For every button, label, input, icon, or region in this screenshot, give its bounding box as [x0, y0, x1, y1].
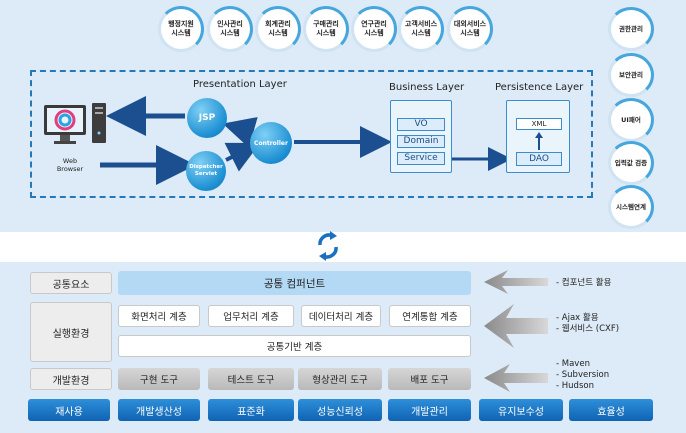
system-circle: 대외서비스 시스템: [447, 6, 493, 52]
runtime-note: - 웹서비스 (CXF): [556, 324, 620, 334]
goal-badge: 성능신뢰성: [298, 399, 382, 421]
up-arrow-icon: [535, 132, 543, 150]
service-circle: 보안관리: [608, 53, 654, 97]
cycle-arrows-icon: [318, 231, 338, 261]
dev-note: - Hudson: [556, 381, 594, 391]
framework-boundary: [30, 70, 593, 198]
dev-note: - Subversion: [556, 370, 610, 380]
dispatcher-servlet-node: Dispatcher Servlet: [186, 151, 226, 191]
dev-note: - Maven: [556, 359, 590, 369]
runtime-layer: 업무처리 계층: [208, 305, 294, 327]
runtime-layer: 연계통합 계층: [389, 305, 471, 327]
persistence-layer-title: Persistence Layer: [495, 82, 584, 93]
dev-tool: 형상관리 도구: [298, 368, 382, 390]
dev-tool: 배포 도구: [388, 368, 471, 390]
dao-box: DAO: [516, 152, 562, 166]
runtime-base-layer: 공통기반 계층: [118, 335, 471, 357]
vo-box: VO: [397, 118, 445, 131]
goal-badge: 재사용: [28, 399, 110, 421]
system-circle: 행정지원 시스템: [158, 6, 204, 52]
system-circle: 인사관리 시스템: [207, 6, 253, 52]
dev-tool: 구현 도구: [118, 368, 200, 390]
dev-label: 개발환경: [30, 368, 112, 390]
web-browser-label: Web Browser: [56, 157, 84, 173]
common-label: 공통요소: [30, 272, 112, 294]
common-note: - 컴포넌트 활용: [556, 278, 612, 288]
flow-arrows: [100, 96, 512, 185]
system-circle: 구매관리 시스템: [303, 6, 349, 52]
service-circle: UI패어: [608, 98, 654, 142]
computer-icon: [44, 103, 106, 144]
system-circle: 회계관리 시스템: [255, 6, 301, 52]
dev-tool: 테스트 도구: [208, 368, 294, 390]
system-circle: 고객서비스 시스템: [398, 6, 444, 52]
service-circle: 입력값 검증: [608, 141, 654, 185]
runtime-label: 실행환경: [30, 302, 112, 362]
controller-node: Controller: [250, 122, 292, 164]
runtime-note: - Ajax 활용: [556, 313, 599, 323]
goal-badge: 개발관리: [388, 399, 471, 421]
service-box: Service: [397, 152, 445, 165]
goal-badge: 효율성: [569, 399, 653, 421]
system-circle: 연구관리 시스템: [351, 6, 397, 52]
goal-badge: 개발생산성: [118, 399, 200, 421]
goal-badge: 유지보수성: [479, 399, 563, 421]
presentation-layer-title: Presentation Layer: [193, 79, 287, 90]
runtime-layer: 데이터처리 계층: [301, 305, 381, 327]
service-circle: 시스템연계: [608, 185, 654, 229]
runtime-layer: 화면처리 계층: [118, 305, 200, 327]
goal-badge: 표준화: [208, 399, 294, 421]
common-component-bar: 공통 컴퍼넌트: [118, 271, 471, 295]
domain-box: Domain: [397, 135, 445, 148]
xml-box: XML: [516, 118, 562, 130]
jsp-node: JSP: [187, 98, 227, 138]
service-circle: 권한관리: [608, 7, 654, 51]
gray-arrows: [484, 270, 548, 392]
business-layer-title: Business Layer: [389, 82, 465, 93]
